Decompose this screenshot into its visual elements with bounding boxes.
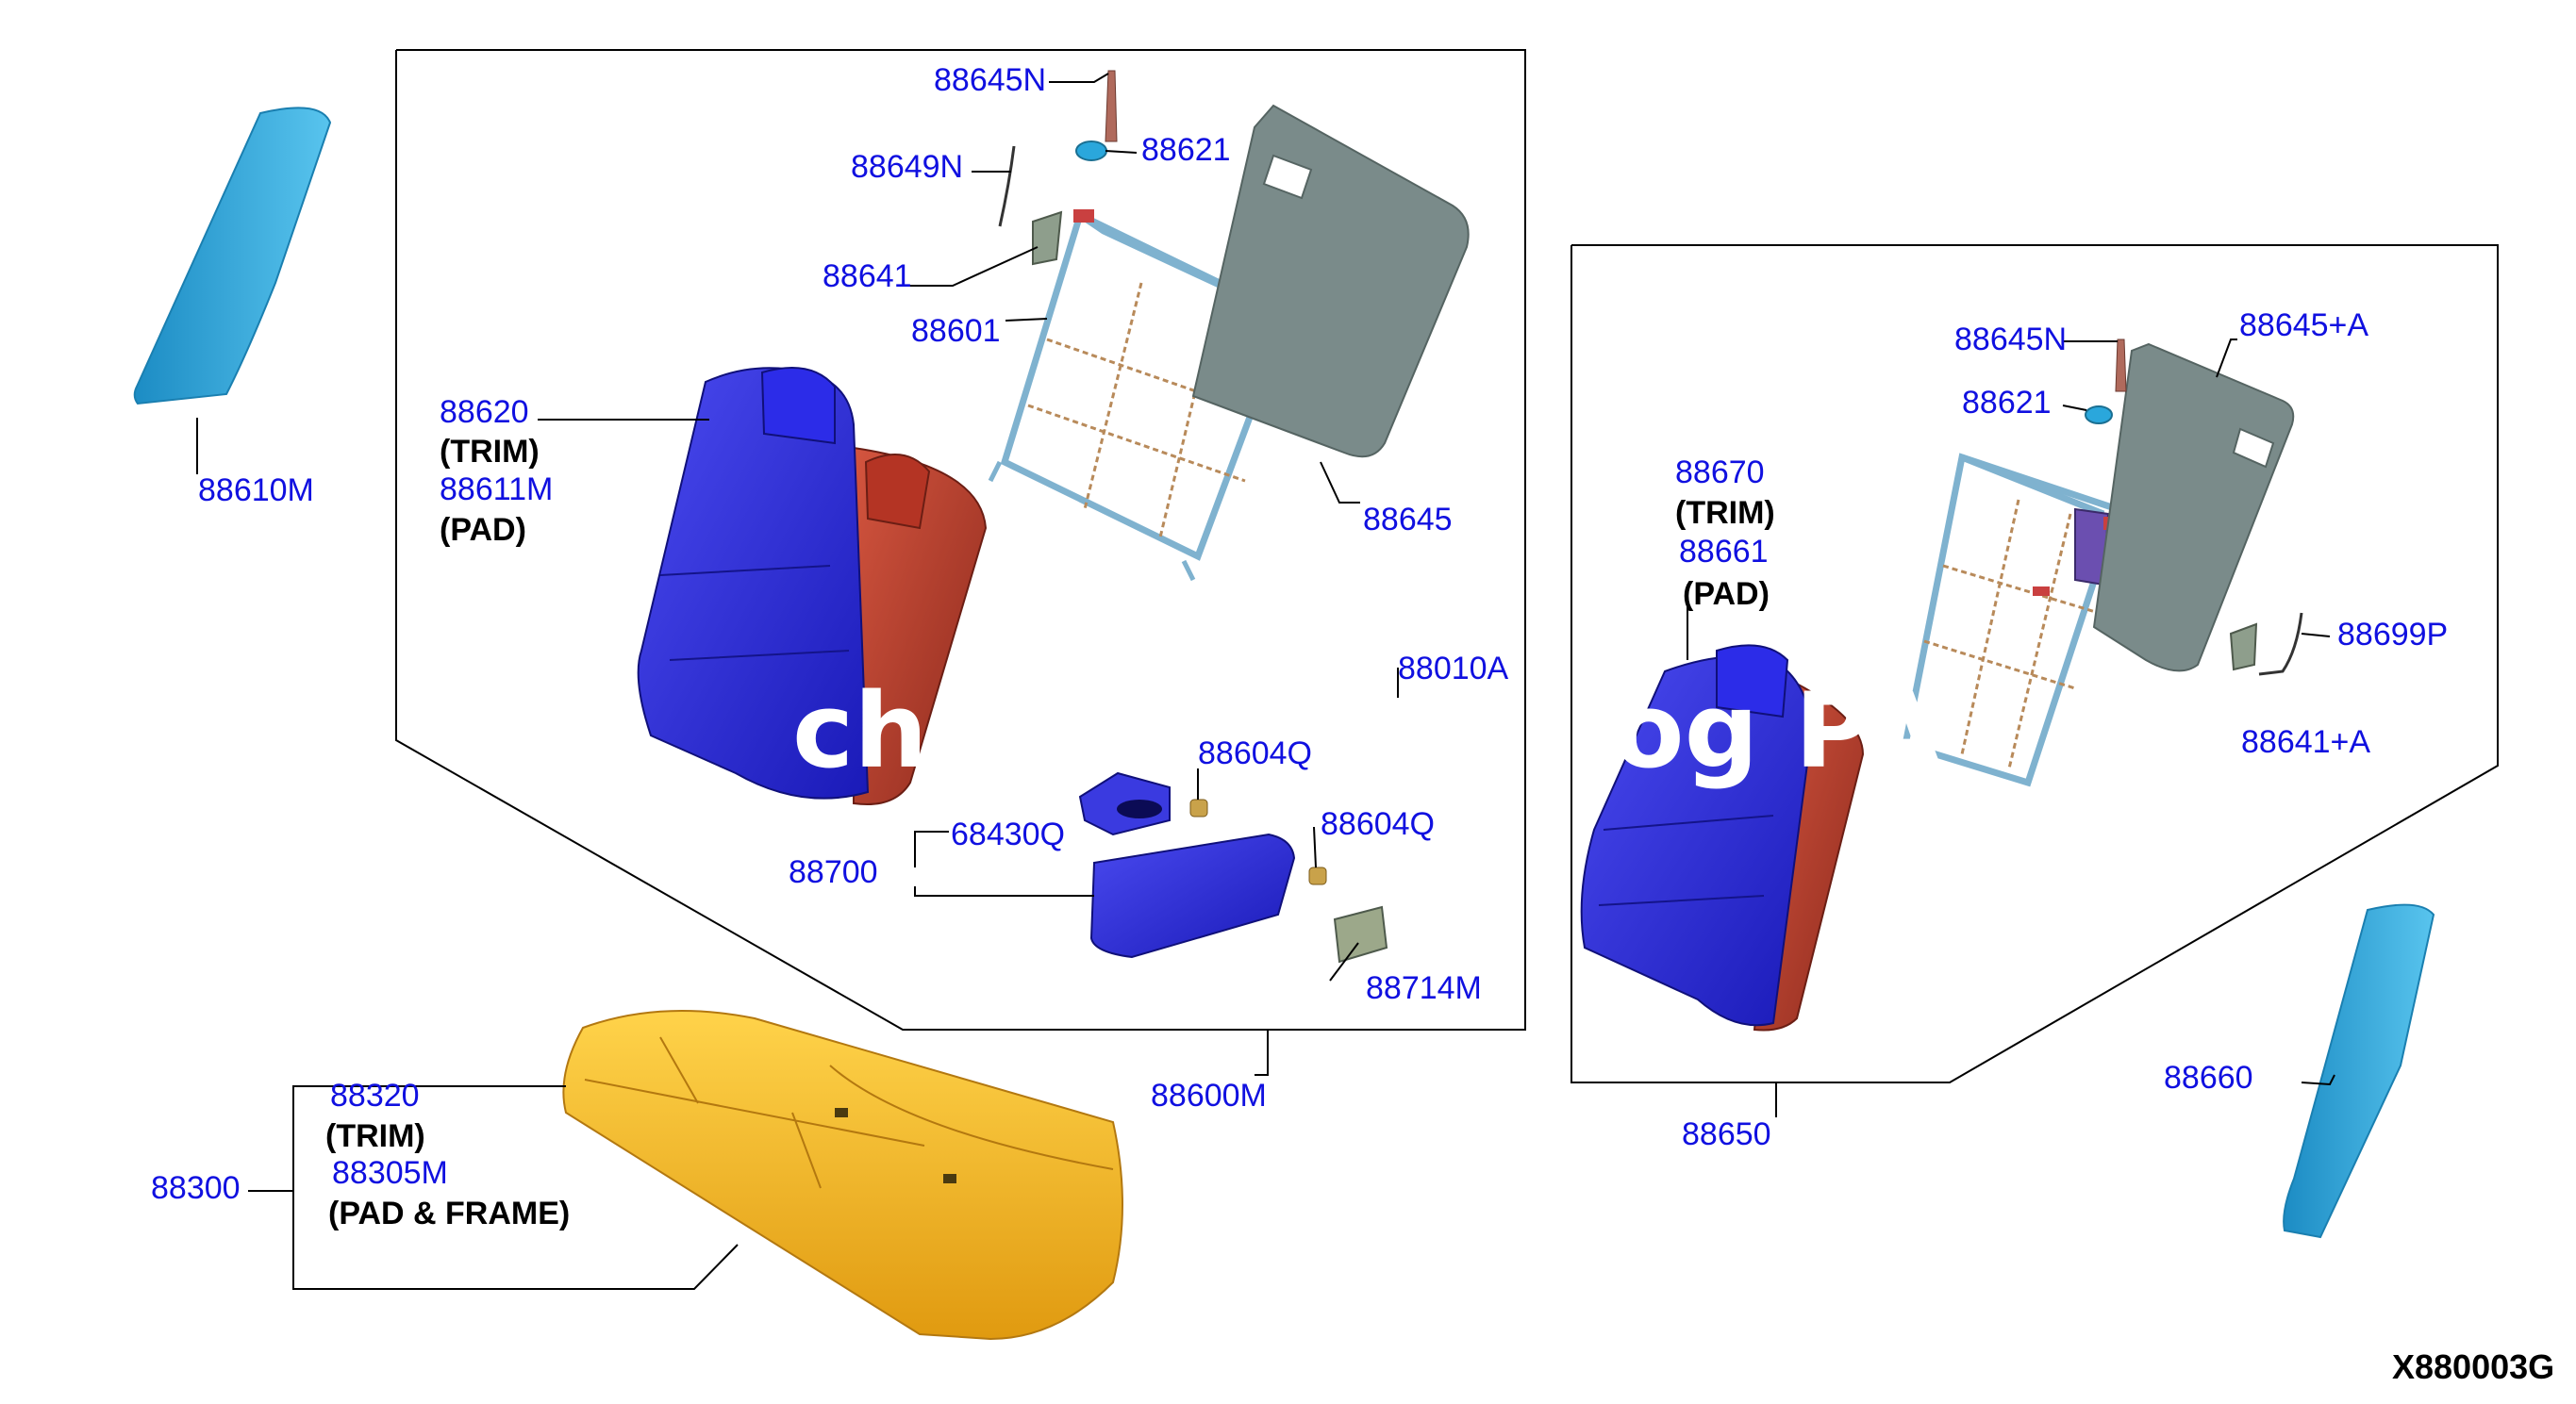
label-88604Q-a: 88604Q [1198,735,1312,771]
bolt-88645N-b [2115,339,2127,392]
armrest-88700 [1089,833,1296,959]
group-88600M-boundary [395,49,1526,1031]
watermark-text-b: og PA [1613,670,1942,791]
label-88645: 88645 [1363,502,1453,537]
watermark-text-a: chant [792,670,1122,791]
latch-88714M [1333,905,1388,964]
side-bolster-88610M [133,107,332,405]
back-panel-88645-shape [1191,104,1470,458]
label-88645N-a: 88645N [934,62,1047,98]
label-88661: 88661 [1679,534,1769,570]
label-88611M: 88611M [440,471,554,507]
back-panel-88645-cutout [1262,154,1313,200]
label-trim-c: (TRIM) [325,1118,425,1154]
label-68430Q: 68430Q [951,817,1065,852]
label-88600M: 88600M [1151,1078,1267,1114]
label-88305M: 88305M [332,1155,448,1191]
label-88300: 88300 [151,1170,241,1206]
label-88714M: 88714M [1366,970,1482,1006]
label-pad-frame: (PAD & FRAME) [328,1196,571,1231]
label-88601: 88601 [911,313,1001,349]
label-88610M: 88610M [198,472,314,508]
label-trim-a: (TRIM) [440,434,540,470]
latch-88641A [2229,622,2258,671]
clip-88621-a [1075,140,1107,161]
label-88620: 88620 [440,394,529,430]
label-88621-b: 88621 [1962,385,2052,421]
label-88645A: 88645+A [2239,307,2369,343]
label-88700: 88700 [789,854,878,890]
pin-88604Q-b [1308,867,1327,885]
label-88320: 88320 [330,1078,420,1114]
side-bolster-88660 [2283,903,2435,1239]
label-88699P: 88699P [2337,617,2449,652]
label-88645N-b: 88645N [1954,322,2068,357]
label-88010A: 88010A [1398,651,1509,686]
seatback-88670 [1580,644,1865,1032]
back-panel-88645A-cutout [2232,427,2275,469]
bolt-88645N-a [1105,70,1118,142]
label-88641A: 88641+A [2241,724,2371,760]
back-panel-88645A [2092,342,2295,672]
latch-88641 [1032,210,1063,266]
label-pad-b: (PAD) [1683,576,1770,612]
frame-bracket-red-a [1073,209,1094,223]
seatback-frame-right [1901,453,2122,787]
label-88649N: 88649N [851,149,964,185]
pin-88604Q-a [1189,799,1208,818]
group-88650-boundary [1571,244,2499,1083]
label-88670: 88670 [1675,454,1765,490]
seat-cushion-88320 [562,1010,1123,1341]
leader-lines [196,73,2335,1290]
label-88660: 88660 [2164,1060,2253,1096]
label-88621-a: 88621 [1141,132,1231,168]
seatback-88620 [637,367,988,805]
wire-88699P [2258,612,2303,676]
label-88604Q-b: 88604Q [1321,806,1435,842]
diagram-code: X880003G [2392,1347,2555,1386]
cup-opening-68430Q [1117,800,1162,818]
wire-88649N [998,145,1016,227]
label-88641: 88641 [823,258,912,294]
clip-88621-b [2085,405,2113,424]
label-88650: 88650 [1682,1116,1771,1152]
frame-bracket-red-c [2033,586,2050,596]
label-trim-b: (TRIM) [1675,495,1775,531]
label-pad-a: (PAD) [440,512,526,548]
